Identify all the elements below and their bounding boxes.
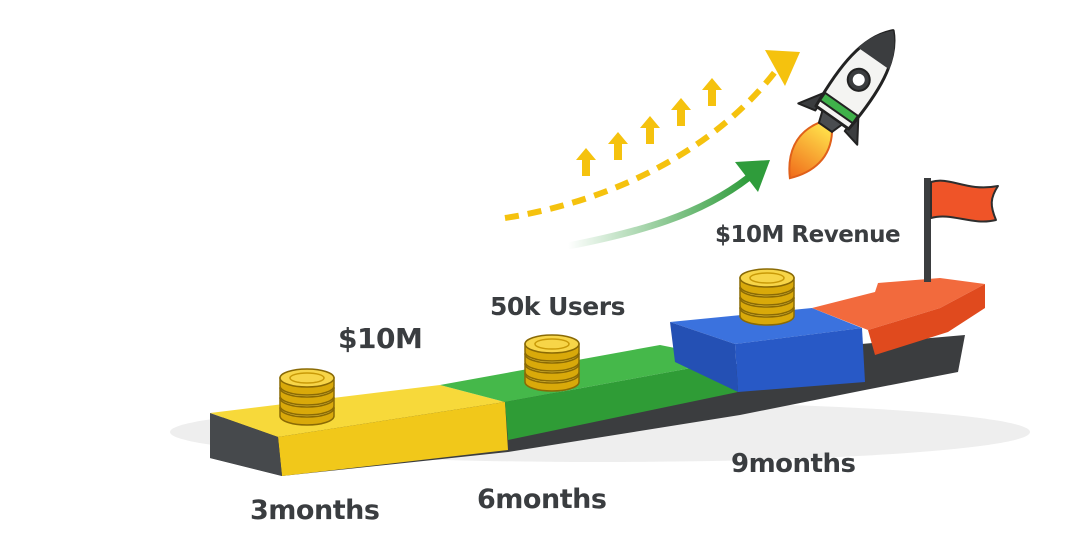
road-segment-4 <box>812 278 985 355</box>
upward-arrow-icon <box>608 132 628 160</box>
upward-arrow-icon <box>671 98 691 126</box>
road-segment-2 <box>440 345 738 440</box>
upward-arrow-icon <box>702 78 722 106</box>
flag-icon <box>924 178 999 282</box>
coin-stack-icon <box>739 268 795 326</box>
timeline-label-2: 6months <box>477 484 607 515</box>
upward-arrow-shape <box>702 78 722 106</box>
road-segment-1 <box>210 385 508 476</box>
coin-top <box>524 334 580 354</box>
milestone-label-1: $10M <box>338 322 423 355</box>
coin-top <box>739 268 795 288</box>
upward-arrow-shape <box>671 98 691 126</box>
coin-rim <box>289 372 325 384</box>
milestone-label-2: 50k Users <box>490 292 625 321</box>
coin-top <box>279 368 335 388</box>
upward-arrow-icon <box>640 116 660 144</box>
upward-arrow-shape <box>640 116 660 144</box>
upward-arrow-shape <box>576 148 596 176</box>
timeline-label-3: 9months <box>731 449 856 479</box>
coin-rim <box>749 272 785 284</box>
milestone-label-3: $10M Revenue <box>715 222 901 248</box>
road-segment-3 <box>670 308 865 392</box>
upward-arrow-shape <box>608 132 628 160</box>
upward-arrow-icon <box>504 50 800 221</box>
coin-stack-icon <box>279 368 335 426</box>
timeline-label-1: 3months <box>250 495 380 526</box>
coin-layer <box>524 334 580 392</box>
coin-stack-icon <box>524 334 580 392</box>
coin-rim <box>534 338 570 350</box>
growth-arrow-icon <box>564 160 770 250</box>
coin-layer <box>279 368 335 426</box>
upward-arrow-icon <box>576 148 596 176</box>
rocket-icon <box>788 29 896 180</box>
coin-layer <box>739 268 795 326</box>
